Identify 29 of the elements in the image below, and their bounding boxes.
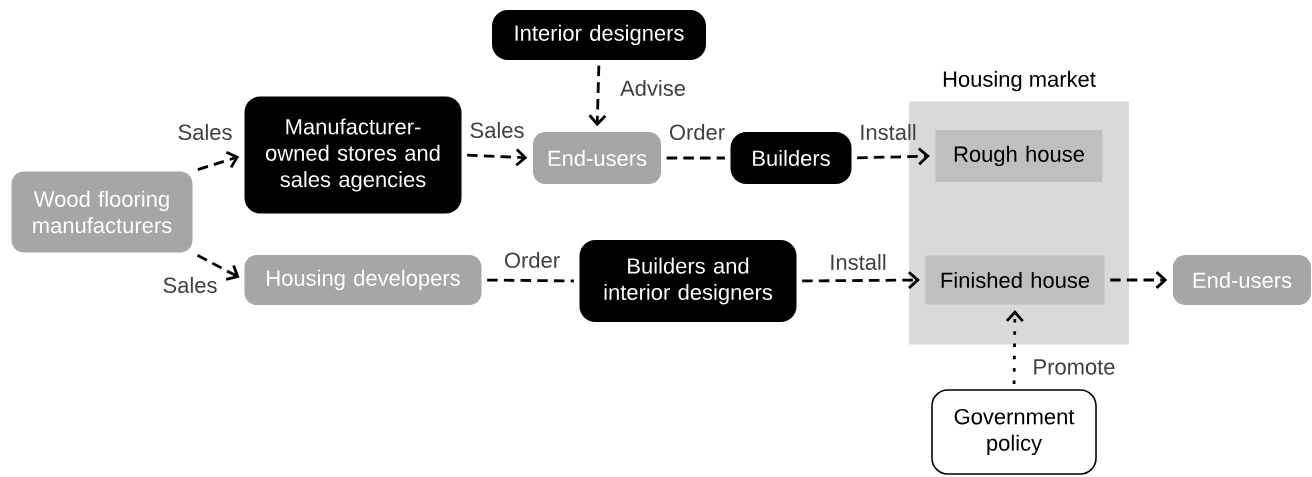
edge-label: Install [831,253,886,271]
edge-label: Sales [178,123,232,141]
arrow [802,271,920,290]
arrow [467,148,528,167]
house-box: Finished house [925,255,1105,305]
arrow [197,151,240,171]
arrow [196,254,240,281]
arrow [1110,271,1168,289]
edge-label: Sales [163,276,217,294]
edge-label: Promote [1034,359,1115,375]
process-box: Interior designers [492,10,706,60]
node-label: Housing market [943,70,1096,92]
process-box: End-users [533,132,661,184]
arrow [588,65,607,127]
process-box: Builders and interior designers [579,240,797,322]
house-box: Rough house [935,130,1103,182]
edge-label: Order [670,123,725,141]
process-box: Builders [730,132,852,184]
edge-label: Install [861,123,916,141]
process-box: Housing developers [244,255,482,305]
edge-label: Order [505,251,560,269]
edge-label: Sales [470,121,524,139]
process-box: Wood flooring manufacturers [11,171,193,253]
arrow [857,147,930,166]
policy-box: Government policy [931,389,1097,475]
process-box: Manufacturer-owned stores and sales agencies [244,96,462,214]
process-box: End-users [1173,255,1311,305]
edge-label: Advise [620,79,685,97]
arrow [1005,310,1024,384]
